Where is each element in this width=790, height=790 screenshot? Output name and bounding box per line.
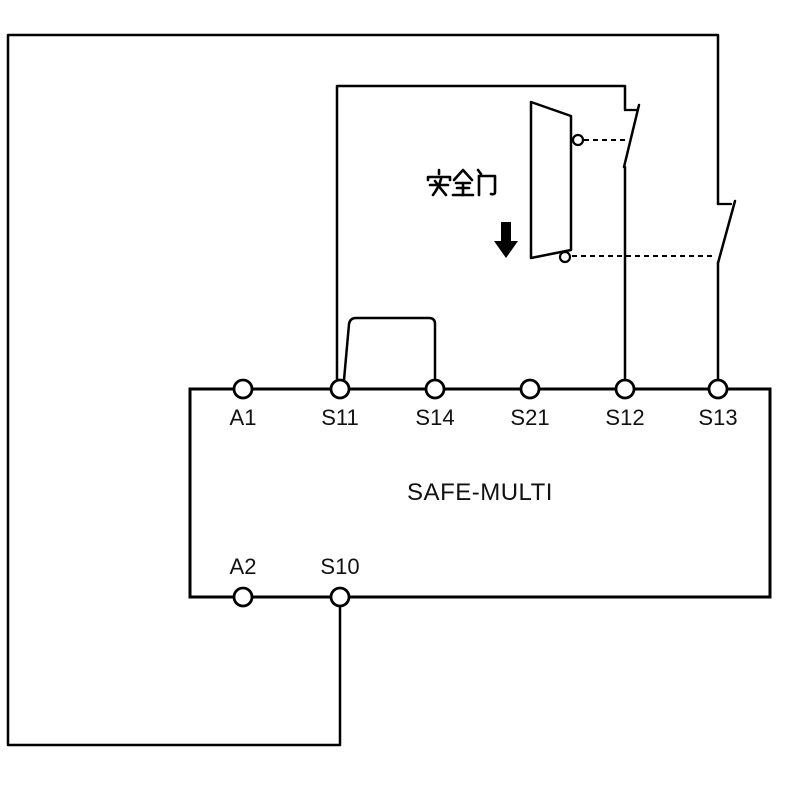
wire-s11-to-contact1 — [335, 84, 627, 382]
terminal-label-s12: S12 — [605, 405, 644, 430]
relay-box — [188, 387, 772, 599]
wire-jumper-s11-s14 — [342, 316, 437, 382]
terminal-label-s13: S13 — [698, 405, 737, 430]
terminal-s10 — [329, 586, 351, 608]
terminal-label-s10: S10 — [320, 554, 359, 579]
door-direction-arrow-icon — [494, 222, 518, 258]
terminal-a1 — [232, 378, 254, 400]
contact2-blade — [716, 199, 737, 265]
terminal-s21 — [519, 378, 541, 400]
terminal-s12 — [614, 378, 636, 400]
door-roller-lower — [558, 250, 572, 264]
terminal-s11 — [329, 378, 351, 400]
terminal-label-a1: A1 — [230, 405, 257, 430]
relay-name: SAFE-MULTI — [407, 479, 553, 506]
safety-door-panel — [529, 100, 573, 260]
terminal-label-s21: S21 — [510, 405, 549, 430]
terminal-s14 — [424, 378, 446, 400]
terminal-label-s14: S14 — [415, 405, 454, 430]
safety-door-label — [426, 168, 497, 197]
door-roller-upper — [571, 133, 585, 147]
terminal-s13 — [707, 378, 729, 400]
contact1-blade — [622, 103, 641, 169]
cjk-char-an — [426, 168, 452, 197]
wire-contact2-to-s10-outer-loop — [6, 33, 720, 747]
terminal-label-s11: S11 — [321, 405, 359, 430]
cjk-char-quan — [451, 168, 475, 197]
cjk-char-men — [476, 168, 497, 197]
terminal-label-a2: A2 — [230, 554, 257, 579]
terminal-a2 — [232, 586, 254, 608]
